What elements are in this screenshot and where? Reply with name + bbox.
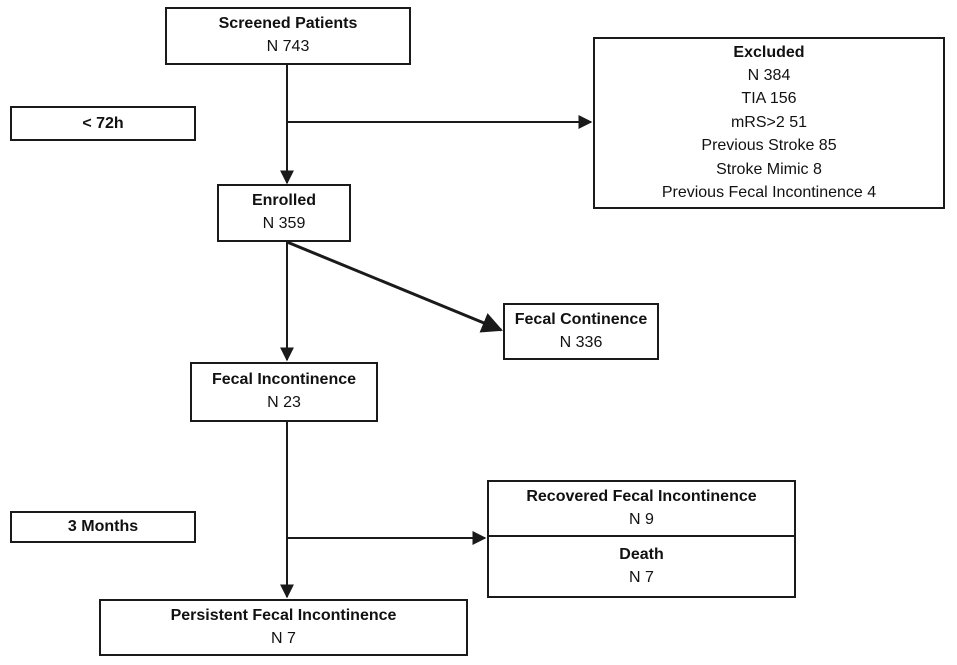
arrow-enrolled-to-fecal-continence: [286, 240, 503, 333]
fecal-continence-count: N 336: [559, 333, 603, 351]
recovered-box: Recovered Fecal Incontinence N 9: [487, 480, 796, 537]
fecal-continence-title: Fecal Continence: [514, 310, 648, 328]
fecal-incontinence-box: Fecal Incontinence N 23: [190, 362, 378, 422]
fecal-continence-box: Fecal Continence N 336: [503, 303, 659, 360]
persistent-fecal-incontinence-box: Persistent Fecal Incontinence N 7: [99, 599, 468, 656]
enrolled-title: Enrolled: [251, 192, 316, 209]
fecal-incontinence-title: Fecal Incontinence: [211, 371, 357, 388]
death-box: Death N 7: [487, 535, 796, 598]
persistent-title: Persistent Fecal Incontinence: [170, 606, 397, 624]
time-label-3-months-text: 3 Months: [67, 518, 139, 535]
persistent-count: N 7: [271, 629, 296, 647]
excluded-title: Excluded: [733, 43, 805, 61]
time-label-3-months: 3 Months: [10, 511, 196, 543]
excluded-line: N 384: [747, 66, 791, 84]
excluded-line: Previous Fecal Incontinence 4: [661, 184, 877, 201]
recovered-count: N 9: [629, 510, 654, 528]
time-label-72h: < 72h: [10, 106, 196, 141]
excluded-line: TIA 156: [741, 90, 797, 107]
excluded-line: mRS>2 51: [730, 113, 808, 131]
death-count: N 7: [629, 568, 654, 586]
excluded-line: Previous Stroke 85: [701, 137, 837, 154]
death-title: Death: [619, 545, 664, 563]
time-label-72h-text: < 72h: [82, 114, 124, 132]
recovered-title: Recovered Fecal Incontinence: [526, 487, 757, 505]
excluded-line: Stroke Mimic 8: [716, 160, 822, 178]
screened-patients-box: Screened Patients N 743: [165, 7, 411, 65]
enrolled-box: Enrolled N 359: [217, 184, 351, 242]
enrolled-count: N 359: [262, 215, 306, 232]
excluded-box: Excluded N 384 TIA 156 mRS>2 51 Previous…: [593, 37, 945, 209]
fecal-incontinence-count: N 23: [267, 394, 301, 411]
screened-title: Screened Patients: [218, 15, 358, 32]
screened-count: N 743: [266, 38, 310, 55]
